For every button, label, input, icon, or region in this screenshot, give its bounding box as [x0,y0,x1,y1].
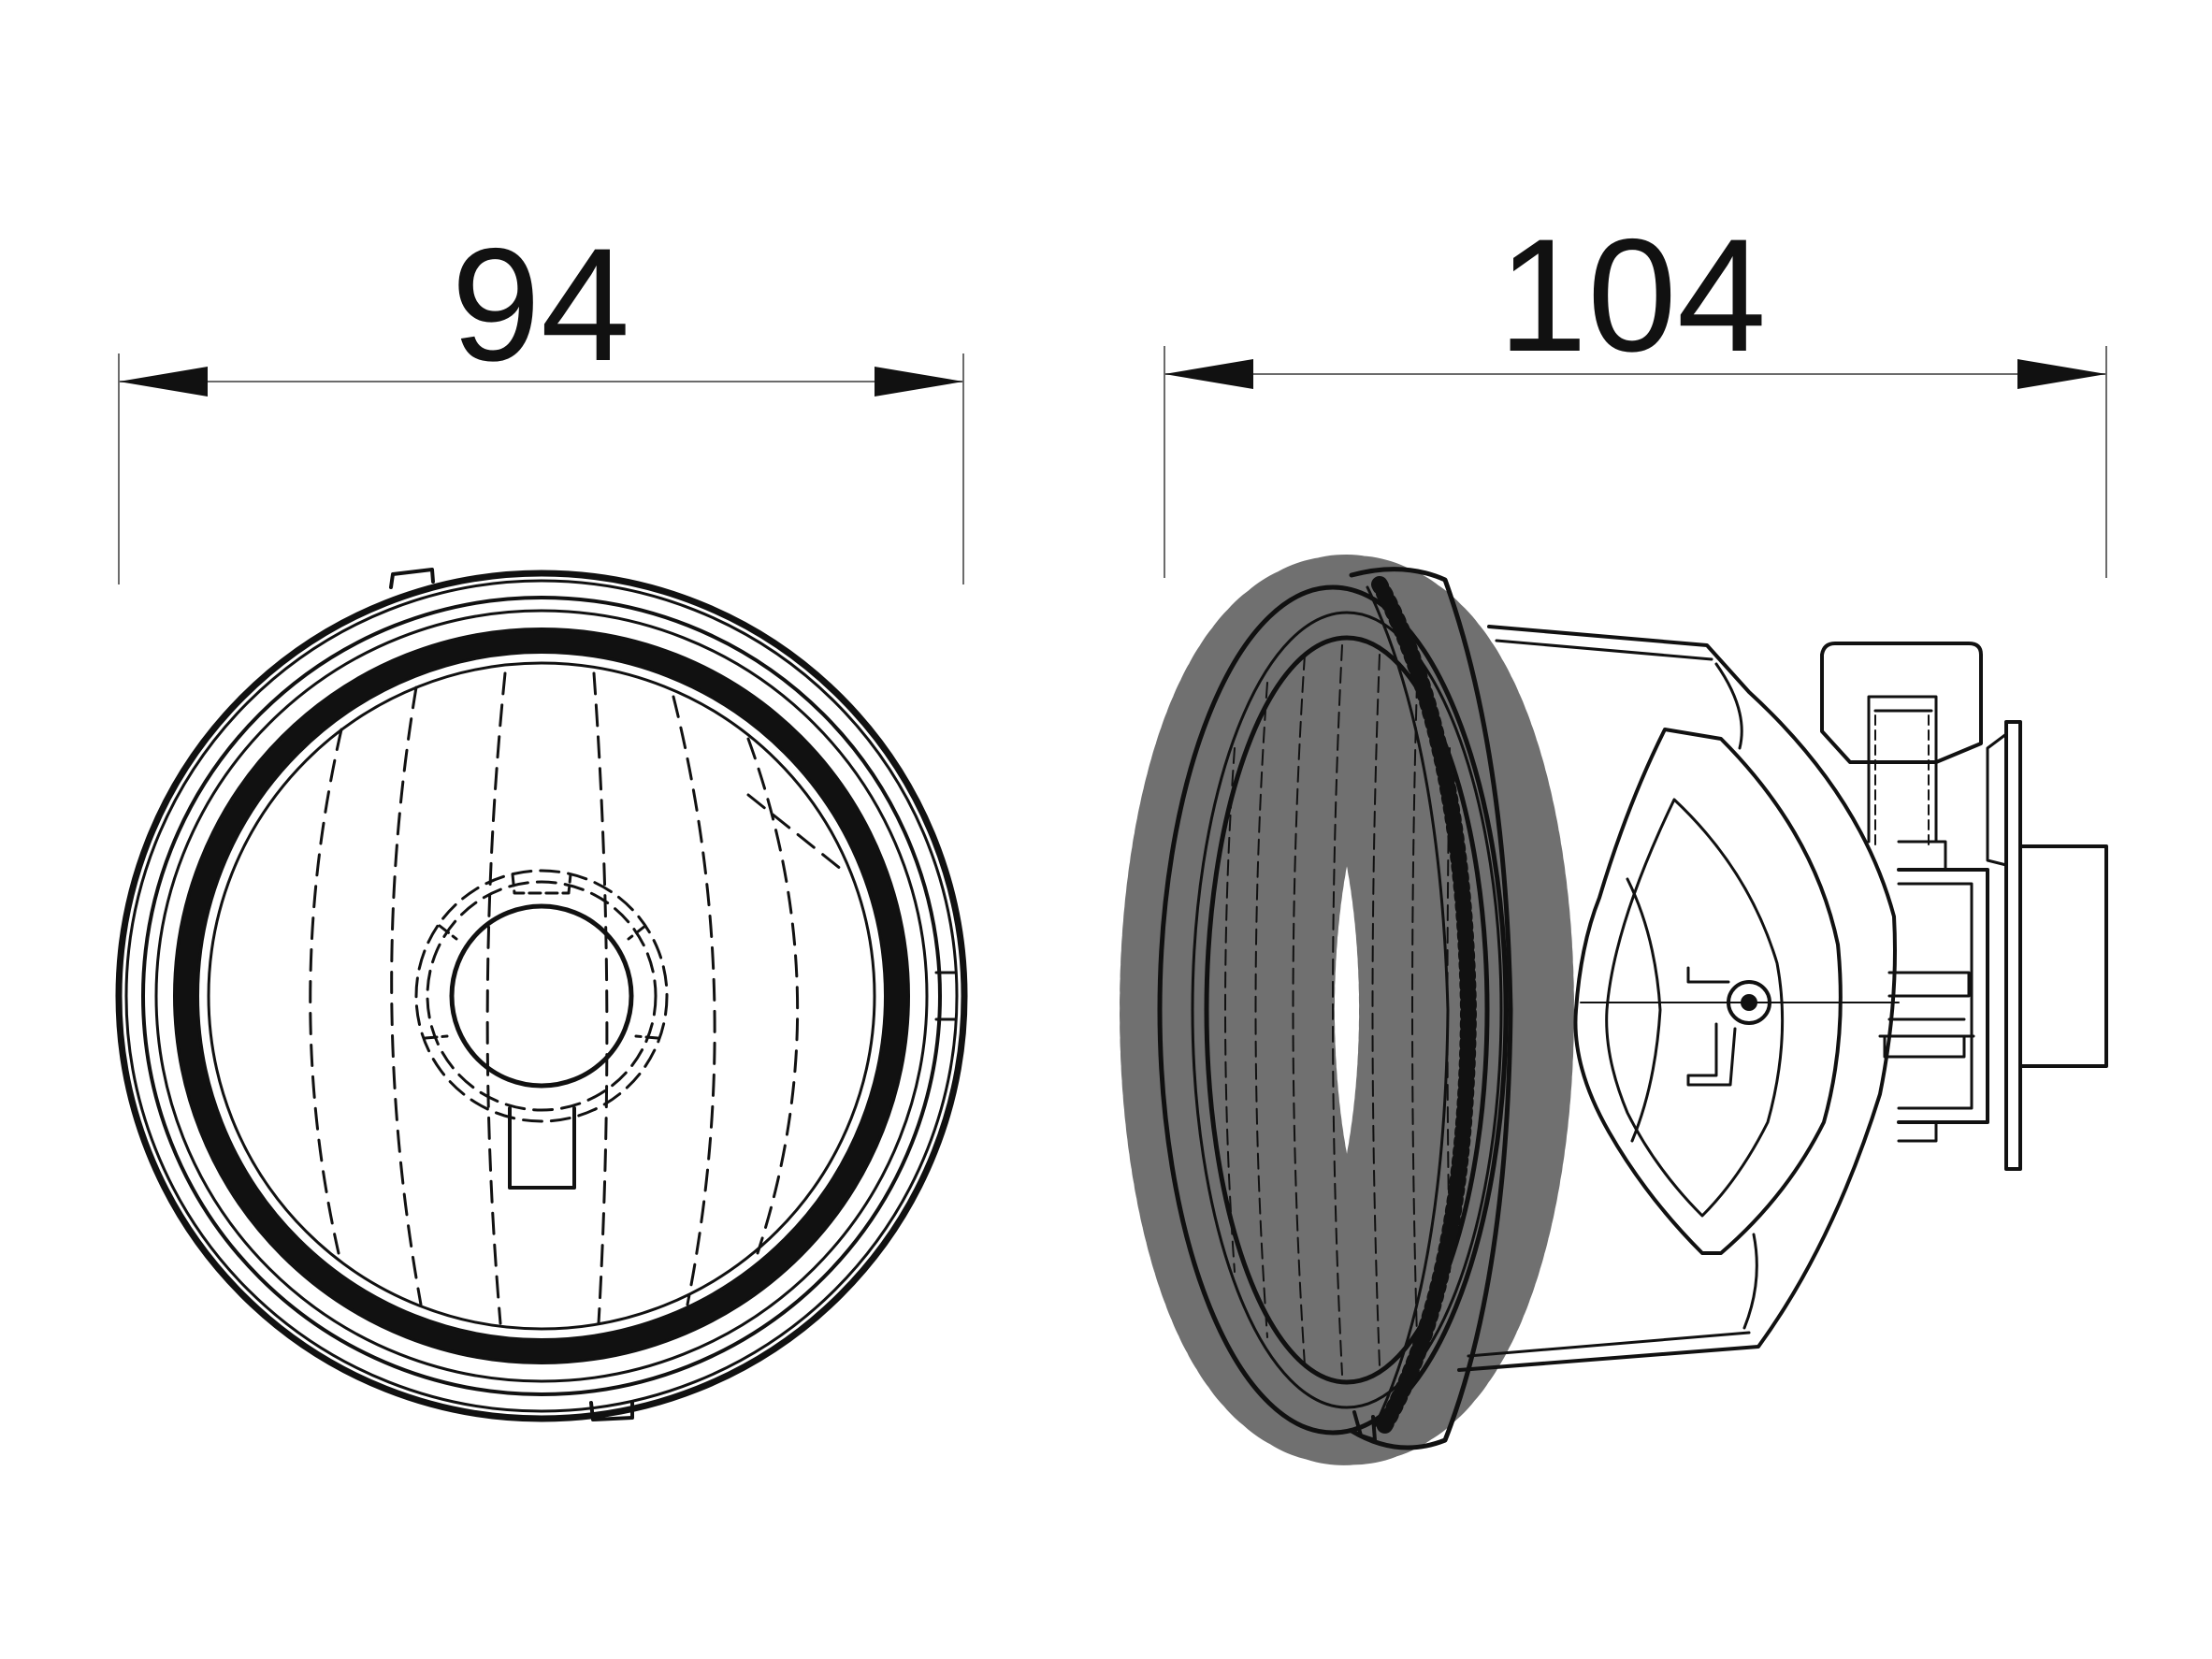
front-dimension-label: 94 [451,215,629,395]
front-lens-band-outer [173,628,910,1364]
front-outer-rim [115,570,968,1422]
side-socket-step [1897,840,1947,1143]
side-reflector-facet [1626,877,1662,1143]
side-bulb-holder [1686,966,1737,1087]
lamp-side-view [1120,555,2108,1465]
front-lens-band-inner [195,650,888,1342]
side-bulb-core [1741,994,1757,1011]
side-connector-top [1820,642,1983,764]
side-bulb [1727,980,1771,1025]
side-bezel-inner [1366,585,1450,1428]
front-bulb-opening [449,903,634,1089]
side-reflector-outer [1573,728,1843,1255]
side-bezel-knurl [1371,576,1477,1435]
front-top-tab [389,568,435,589]
side-connector-dash [1874,714,1930,847]
front-lens-knurl [176,630,907,1362]
front-collar-notches [424,873,659,1040]
side-bottom-tab [1352,1410,1377,1442]
front-dimension: 94 [118,215,964,584]
side-mount-plate [2004,720,2022,1171]
side-reflector-inner [1605,798,1785,1218]
front-arrow-right [875,367,963,397]
front-collar-ring-1 [426,880,658,1112]
front-bottom-tab [589,1401,634,1421]
front-bulb-collar [414,869,669,1190]
side-bezel-ring [1349,567,1513,1450]
front-reflector-contours [309,671,844,1325]
side-arrow-left [1164,359,1253,389]
front-rim-ring-4 [154,609,929,1383]
side-connector-latch [1867,695,1938,844]
front-collar-ring-2 [414,869,669,1123]
side-housing-top-edge [1495,639,1713,661]
side-rear-block [2018,844,2108,1068]
side-housing-bottom-edge [1467,1331,1751,1358]
front-side-notch [934,971,957,1021]
front-arrow-left [119,367,208,397]
front-rim-ring-3 [141,596,942,1396]
side-housing-seam [1714,662,1758,1330]
front-collar-stem [508,1106,576,1190]
side-arrow-right [2017,359,2106,389]
side-socket-inner [1897,882,1973,1110]
side-socket-body [1897,868,1989,1124]
side-socket-pins [1878,971,1975,1059]
lamp-front-view [115,568,968,1422]
side-rear-flange [1986,732,2008,867]
front-rim-ring-2 [124,579,959,1413]
side-dimension: 104 [1164,206,2107,578]
front-lens-edge [207,661,876,1331]
side-dimension-label: 104 [1498,206,1767,385]
